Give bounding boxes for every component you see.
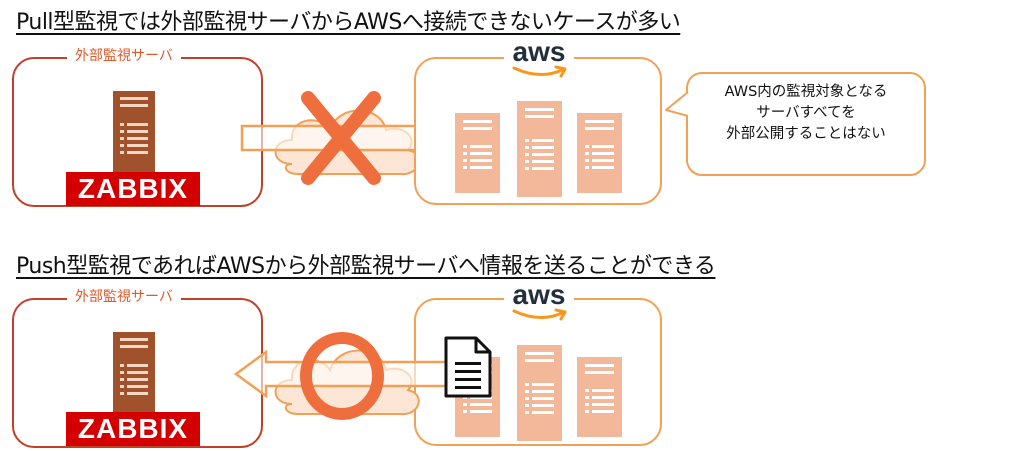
callout-pointer	[665, 91, 691, 117]
callout-bubble: AWS内の監視対象となる サーバすべてを 外部公開することはない	[686, 72, 926, 176]
callout-line-1: AWS内の監視対象となる	[724, 84, 888, 100]
circle-icon	[300, 332, 384, 420]
aws-smile-icon	[512, 65, 567, 78]
server-icon	[517, 101, 562, 197]
aws-smile-icon	[512, 308, 567, 321]
zabbix-logo-pull: ZABBIX	[66, 172, 200, 206]
server-icon	[455, 113, 500, 193]
zabbix-logo-push: ZABBIX	[66, 412, 200, 446]
server-icon	[577, 113, 622, 193]
cloud-arrow-pull	[240, 91, 448, 185]
aws-servers-pull	[455, 101, 622, 197]
arrow-icon	[233, 349, 462, 399]
pull-heading: Pull型監視では外部監視サーバからAWSへ接続できないケースが多い	[16, 10, 681, 35]
document-icon	[444, 336, 492, 398]
callout-line-2: サーバすべてを	[756, 105, 856, 121]
aws-logo-push: aws	[504, 279, 574, 321]
aws-logo-pull: aws	[504, 36, 574, 78]
server-icon	[113, 332, 155, 414]
monitor-server-label-push: 外部監視サーバ	[67, 286, 181, 306]
cloud-arrow-push	[233, 332, 462, 420]
callout-line-3: 外部公開することはない	[726, 126, 886, 142]
server-icon	[577, 357, 622, 437]
push-heading: Push型監視であればAWSから外部監視サーバへ情報を送ることができる	[16, 254, 716, 279]
cross-icon	[301, 91, 381, 185]
server-icon	[517, 345, 562, 441]
monitor-server-label-pull: 外部監視サーバ	[67, 45, 181, 65]
server-icon	[113, 91, 155, 173]
